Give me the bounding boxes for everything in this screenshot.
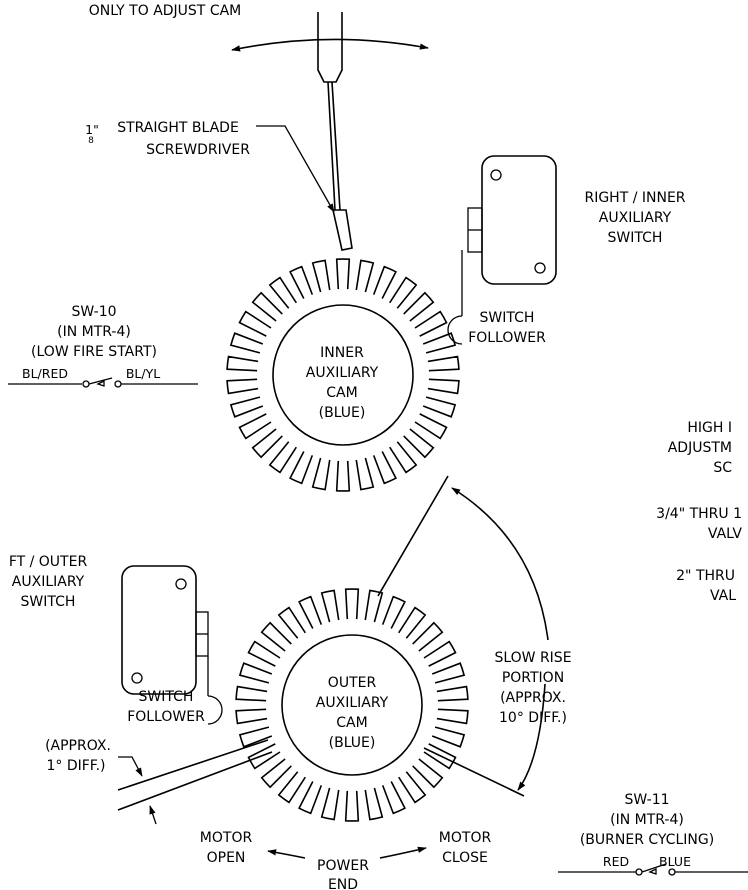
outer-cam-label-4: (BLUE)	[329, 735, 376, 751]
slow-rise-limit-top	[377, 475, 449, 597]
right-switch-label-1: RIGHT / INNER	[584, 190, 685, 206]
valve-b-label-2: VAL	[710, 588, 736, 604]
sw11-label-2: (IN MTR-4)	[610, 812, 684, 828]
sw10-switch-symbol	[8, 377, 198, 388]
outer-auxiliary-cam	[235, 588, 469, 822]
cam-teeth	[235, 588, 469, 822]
top-follower-label-2: FOLLOWER	[468, 330, 546, 346]
high-fire-label-2: ADJUSTM	[668, 440, 732, 456]
sw10-label-1: SW-10	[71, 304, 116, 320]
right-switch-label-2: AUXILIARY	[599, 210, 672, 226]
top-note: ONLY TO ADJUST CAM	[89, 3, 242, 19]
slow-rise-label-3: (APPROX.	[500, 690, 566, 706]
approx-label-2: 1° DIFF.)	[46, 758, 105, 774]
screwdriver	[317, 12, 353, 251]
inner-cam-label-2: AUXILIARY	[306, 365, 379, 381]
left-switch-label-3: SWITCH	[21, 594, 76, 610]
sw10-left-wire: BL/RED	[22, 366, 68, 381]
diff-arrow-lower	[149, 805, 157, 825]
diff-line-upper	[117, 739, 269, 791]
left-switch-label-1: FT / OUTER	[9, 554, 88, 570]
sw11-right-wire: BLUE	[659, 854, 691, 869]
cam-hub	[272, 304, 414, 446]
sw11-switch-symbol	[558, 863, 748, 876]
valve-a-label-2: VALV	[708, 526, 743, 542]
cam-teeth	[226, 258, 460, 492]
power-end-label-1: POWER	[317, 858, 369, 874]
sw10-right-wire: BL/YL	[126, 366, 160, 381]
power-end-label-2: END	[328, 877, 358, 890]
inner-cam-label-4: (BLUE)	[319, 405, 366, 421]
sw10-label-3: (LOW FIRE START)	[31, 344, 157, 360]
bottom-follower-label-2: FOLLOWER	[127, 709, 205, 725]
outer-cam-label-1: OUTER	[328, 675, 377, 691]
left-switch-label-2: AUXILIARY	[12, 574, 85, 590]
screwdriver-leader	[256, 125, 335, 213]
motor-close-label-2: CLOSE	[442, 850, 488, 866]
top-follower-label-1: SWITCH	[480, 310, 535, 326]
outer-cam-label-2: AUXILIARY	[316, 695, 389, 711]
diff-line-lower	[117, 751, 273, 811]
sw11-label-3: (BURNER CYCLING)	[580, 832, 714, 848]
motor-close-label-1: MOTOR	[439, 830, 492, 846]
valve-a-label-1: 3/4" THRU 1	[656, 506, 742, 522]
right-inner-switch	[447, 155, 557, 345]
sw11-label-1: SW-11	[624, 792, 669, 808]
slow-rise-arrow-lower	[517, 683, 546, 791]
fraction-denominator: 8	[88, 136, 94, 146]
screwdriver-label-line2: SCREWDRIVER	[146, 142, 250, 158]
high-fire-label-1: HIGH I	[687, 420, 732, 436]
approx-label-1: (APPROX.	[45, 738, 111, 754]
motor-open-label-1: MOTOR	[200, 830, 253, 846]
motor-open-label-2: OPEN	[207, 850, 246, 866]
slow-rise-label-1: SLOW RISE	[494, 650, 571, 666]
valve-b-label-1: 2" THRU	[676, 568, 735, 584]
outer-cam-label-3: CAM	[336, 715, 367, 731]
inner-auxiliary-cam	[226, 258, 460, 492]
motor-close-arrow	[379, 846, 427, 859]
inner-cam-label-1: INNER	[320, 345, 364, 361]
cam-hub	[281, 634, 423, 776]
slow-rise-label-4: 10° DIFF.)	[499, 710, 567, 726]
slow-rise-arrow-upper	[451, 487, 549, 641]
sw10-label-2: (IN MTR-4)	[57, 324, 131, 340]
inner-cam-label-3: CAM	[326, 385, 357, 401]
diff-arrow-upper	[118, 756, 143, 777]
bottom-follower-label-1: SWITCH	[139, 689, 194, 705]
slow-rise-limit-bottom	[423, 747, 525, 797]
right-switch-label-3: SWITCH	[608, 230, 663, 246]
motor-open-arrow	[267, 849, 306, 859]
sw11-left-wire: RED	[603, 854, 629, 869]
rotation-arrow	[231, 38, 429, 52]
high-fire-label-3: SC	[713, 460, 732, 476]
slow-rise-label-2: PORTION	[502, 670, 564, 686]
left-outer-switch	[121, 565, 223, 725]
fraction-numerator: 1"	[85, 122, 99, 137]
screwdriver-label-line1: STRAIGHT BLADE	[117, 120, 239, 136]
